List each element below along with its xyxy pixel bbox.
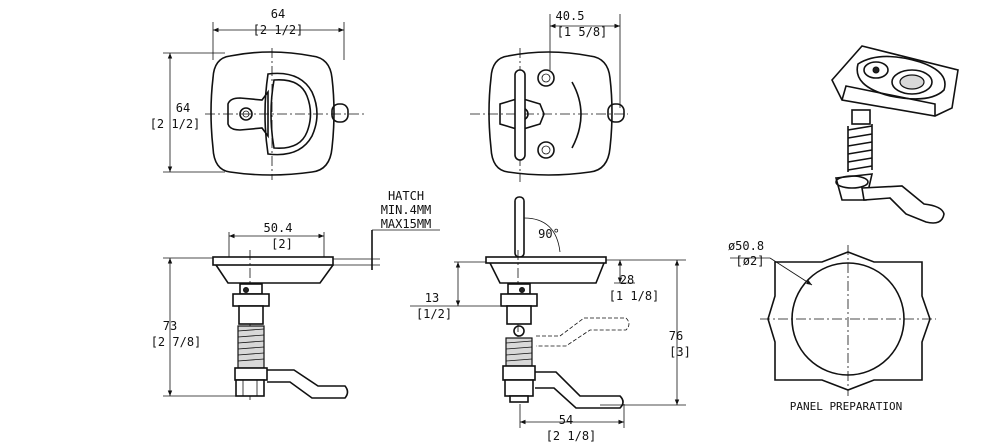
dim-total-right-mm: 76 — [669, 329, 683, 343]
dim-cam-in: [2 1/8] — [546, 429, 597, 443]
dimension-labels: 64 [2 1/2] 64 [2 1/2] 40.5 [1 5/8] 50.4 … — [150, 7, 903, 443]
dim-offset-in: [1 5/8] — [557, 25, 608, 39]
dim-flange-mm: 50.4 — [264, 221, 293, 235]
spring-left — [237, 325, 265, 369]
dim-head-mm: 28 — [620, 273, 634, 287]
angle-label: 90° — [538, 227, 560, 241]
side-view-right — [410, 196, 686, 428]
dim-total-left-in: [2 7/8] — [151, 335, 202, 349]
dim-total-right-in: [3] — [669, 345, 691, 359]
dim-head-in: [1 1/8] — [609, 289, 660, 303]
dim-offset-mm: 40.5 — [556, 9, 585, 23]
dim-flange-in: [2] — [271, 237, 293, 251]
dim-top-height-in: [2 1/2] — [150, 117, 201, 131]
hatch-min: MIN.4MM — [381, 203, 432, 217]
dim-cutout-in: [ø2] — [736, 254, 765, 268]
panel-preparation-caption: PANEL PREPARATION — [790, 400, 903, 413]
dim-handle-mm: 13 — [425, 291, 439, 305]
rear-view — [470, 14, 628, 182]
hatch-max: MAX15MM — [381, 217, 432, 231]
spring — [847, 124, 873, 172]
panel-preparation — [730, 245, 936, 396]
dim-total-left-mm: 73 — [163, 319, 177, 333]
side-view-left — [163, 229, 440, 400]
dim-cam-mm: 54 — [559, 413, 573, 427]
dim-top-height-mm: 64 — [176, 101, 190, 115]
dim-handle-in: [1/2] — [416, 307, 452, 321]
spring-right — [505, 337, 533, 367]
hatch-title: HATCH — [388, 189, 424, 203]
dim-top-width-in: [2 1/2] — [253, 23, 304, 37]
isometric-view — [831, 45, 959, 224]
dim-cutout-mm: ø50.8 — [728, 239, 764, 253]
front-view — [163, 22, 365, 180]
dim-top-width-mm: 64 — [271, 7, 285, 21]
